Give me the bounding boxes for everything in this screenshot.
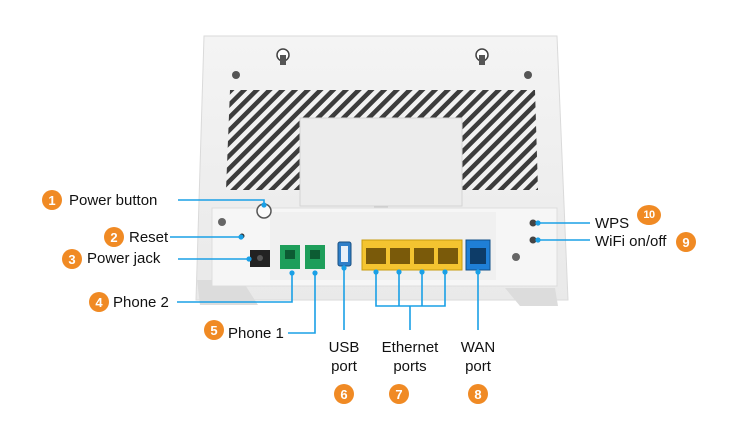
callout-3-label: Power jack	[87, 250, 161, 267]
callout-2-label: Reset	[129, 229, 169, 246]
callout-line-phone-1	[288, 273, 316, 334]
ethernet-port-lan4[interactable]	[438, 248, 458, 264]
callout-8-label-line1: WAN	[460, 339, 496, 356]
callout-8-badge: 8	[468, 384, 488, 404]
callout-4-badge: 4	[89, 292, 109, 312]
wall-mount-slot-right	[475, 48, 489, 65]
label-plate	[299, 117, 463, 207]
callout-9-label: WiFi on/off	[595, 233, 667, 250]
callout-5-label: Phone 1	[228, 325, 284, 342]
callout-7-label-line1: Ethernet	[381, 339, 439, 356]
callout-6-label-line2: port	[331, 358, 357, 375]
callout-line-phone-2	[177, 273, 293, 303]
corner-hole	[524, 71, 532, 79]
corner-hole	[232, 71, 240, 79]
ethernet-port-lan3[interactable]	[414, 248, 434, 264]
callout-7-badge: 7	[389, 384, 409, 404]
wall-mount-slot-left	[276, 48, 290, 65]
callout-6-badge: 6	[334, 384, 354, 404]
callout-lines	[170, 199, 590, 334]
callout-3-badge: 3	[62, 249, 82, 269]
callout-7-label: Ethernet ports	[370, 338, 450, 376]
callout-line-ethernet	[375, 272, 446, 330]
callout-10-label: WPS	[595, 215, 630, 232]
callout-2-badge: 2	[104, 227, 124, 247]
callout-1-label: Power button	[69, 192, 158, 209]
ethernet-port-lan1[interactable]	[366, 248, 386, 264]
callout-6-label-line1: USB	[328, 339, 360, 356]
wifi-toggle-button[interactable]	[529, 236, 537, 244]
router-body	[195, 35, 569, 306]
callout-4-label: Phone 2	[113, 294, 169, 311]
callout-8-label: WAN port	[452, 338, 504, 376]
callout-9-badge: 9	[676, 232, 696, 252]
ethernet-port-lan2[interactable]	[390, 248, 410, 264]
callout-1-badge: 1	[42, 190, 62, 210]
callout-6-label: USB port	[319, 338, 369, 376]
callout-10-badge: 10	[637, 205, 661, 225]
callout-5-badge: 5	[204, 320, 224, 340]
wps-button[interactable]	[529, 219, 537, 227]
callout-8-label-line2: port	[465, 358, 491, 375]
callout-7-label-line2: ports	[393, 358, 427, 375]
